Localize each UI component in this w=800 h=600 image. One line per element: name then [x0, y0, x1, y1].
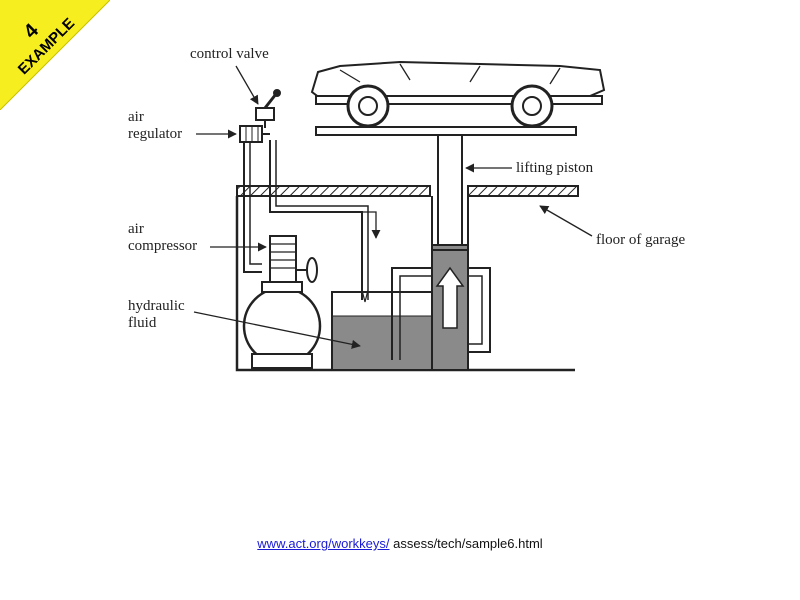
piston-up-arrow [435, 266, 465, 329]
lift-platform [315, 126, 577, 136]
feed-pipe [391, 267, 432, 360]
car-wheel-right [510, 84, 554, 128]
label-air-compressor-line2: compressor [128, 238, 198, 254]
control-valve [255, 89, 281, 128]
label-air-regulator-line2: regulator [128, 126, 183, 142]
air-compressor [242, 235, 322, 369]
label-control-valve: control valve [190, 46, 269, 62]
air-line [269, 140, 363, 300]
source-citation: www.act.org/workkeys/ assess/tech/sample… [0, 536, 800, 551]
label-lifting-piston: lifting piston [516, 160, 594, 176]
label-hydraulic-fluid-line1: hydraulic [128, 298, 185, 314]
example-banner: 4 EXAMPLE [0, 0, 110, 110]
source-path: assess/tech/sample6.html [389, 536, 543, 551]
garage-floor-right [467, 185, 579, 197]
source-link[interactable]: www.act.org/workkeys/ [257, 536, 390, 551]
return-pipe [468, 267, 491, 353]
lifting-piston [437, 134, 463, 246]
label-air-regulator-line1: air [128, 109, 144, 125]
hydraulic-fluid [333, 316, 431, 369]
label-floor-of-garage: floor of garage [596, 232, 686, 248]
compressor-pipe [243, 140, 262, 273]
garage-floor-left [236, 185, 431, 197]
air-regulator-block [239, 125, 263, 143]
car-wheel-left [346, 84, 390, 128]
hydraulic-cylinder [431, 244, 469, 371]
label-hydraulic-fluid-line2: fluid [128, 315, 157, 331]
label-air-compressor-line1: air [128, 221, 144, 237]
